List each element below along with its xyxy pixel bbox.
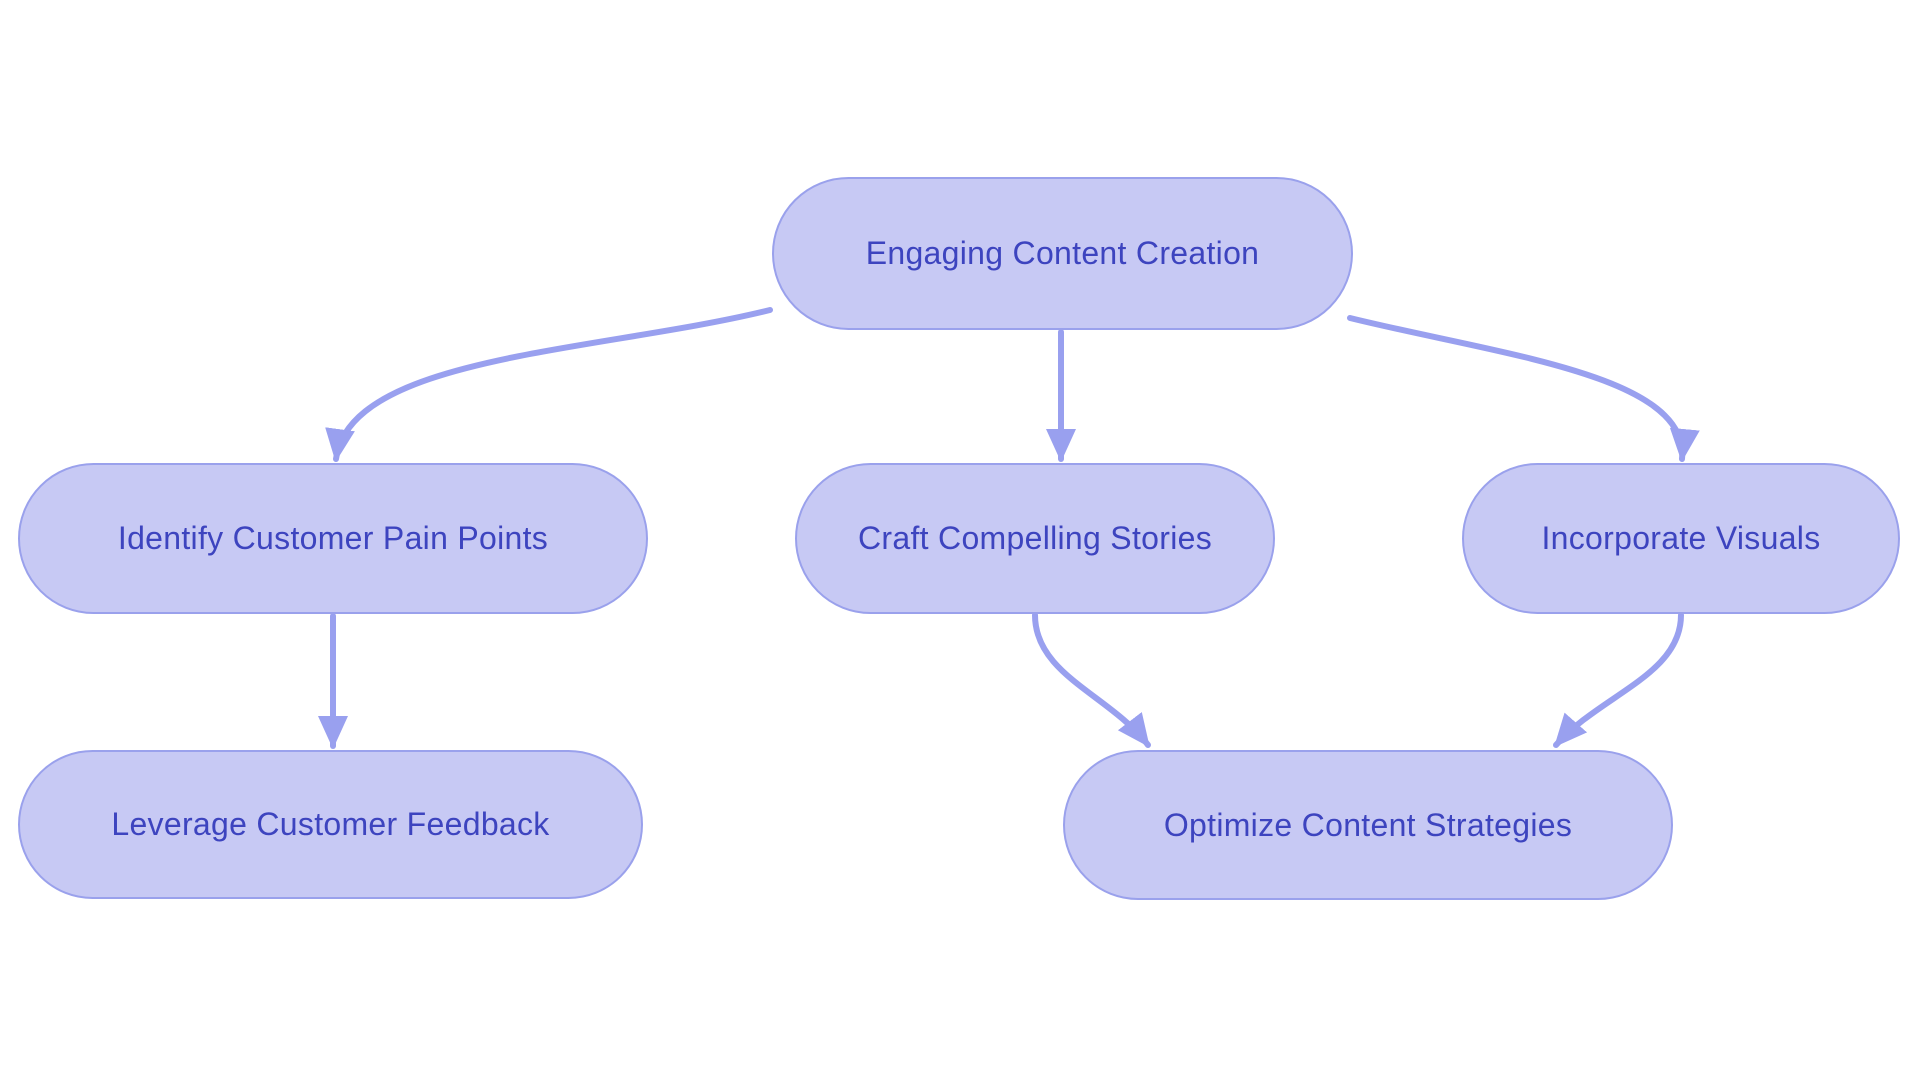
node-label: Optimize Content Strategies xyxy=(1163,806,1573,843)
node-label: Engaging Content Creation xyxy=(865,235,1260,271)
edge-craft-to-optimize xyxy=(1032,612,1151,748)
node-incorporate-visuals: Incorporate Visuals xyxy=(1462,463,1900,614)
node-identify-customer-pain-points: Identify Customer Pain Points xyxy=(18,463,648,614)
node-engaging-content-creation: Engaging Content Creation xyxy=(772,177,1353,330)
edge-visuals-to-optimize xyxy=(1553,612,1684,748)
node-label: Craft Compelling Stories xyxy=(858,520,1212,556)
node-leverage-customer-feedback: Leverage Customer Feedback xyxy=(18,750,643,899)
node-craft-compelling-stories: Craft Compelling Stories xyxy=(795,463,1275,614)
node-label: Leverage Customer Feedback xyxy=(111,806,550,842)
edge-engaging-to-visuals xyxy=(1347,315,1700,462)
node-label: Incorporate Visuals xyxy=(1541,520,1821,556)
node-label: Identify Customer Pain Points xyxy=(117,520,549,556)
node-optimize-content-strategies: Optimize Content Strategies xyxy=(1063,750,1673,900)
edge-engaging-to-identify xyxy=(325,307,773,462)
